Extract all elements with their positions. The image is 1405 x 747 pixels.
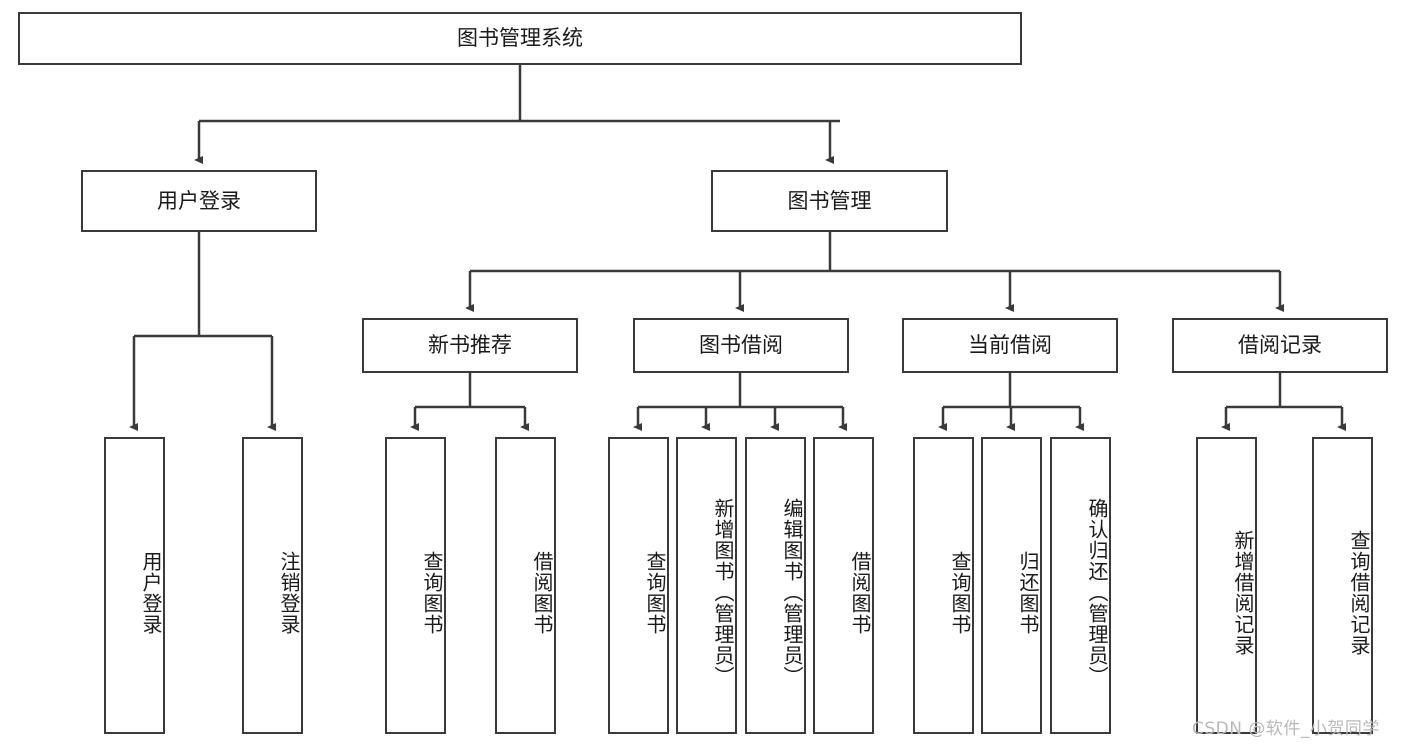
- node-new-book-recommendation[interactable]: 新书推荐: [362, 318, 578, 373]
- node-user-login[interactable]: 用户登录: [81, 170, 317, 232]
- csdn-watermark: CSDN @软件_小贺同学: [1192, 719, 1380, 739]
- node-label: 借阅图书: [848, 550, 872, 635]
- leaf-currentborrow-confirm-return-admin[interactable]: 确认归还（管理员）: [1050, 437, 1111, 734]
- leaf-currentborrow-return-books[interactable]: 归还图书: [981, 437, 1042, 734]
- node-label: 图书管理: [787, 188, 872, 213]
- node-label: 借阅记录: [1238, 333, 1322, 358]
- node-label: 注销登录: [277, 550, 301, 635]
- leaf-newbook-query-books[interactable]: 查询图书: [385, 437, 446, 734]
- node-label: 查询借阅记录: [1347, 529, 1371, 656]
- node-label: 图书管理系统: [457, 26, 583, 51]
- node-label: 用户登录: [157, 188, 241, 213]
- node-book-borrowing[interactable]: 图书借阅: [633, 318, 849, 373]
- node-label: 编辑图书（管理员）: [780, 498, 804, 687]
- leaf-user-login-login[interactable]: 用户登录: [104, 437, 165, 734]
- node-label: 图书借阅: [699, 333, 783, 358]
- node-label: 借阅图书: [530, 550, 554, 635]
- node-label: 查询图书: [420, 550, 444, 635]
- node-label: 确认归还（管理员）: [1085, 498, 1109, 687]
- leaf-borrowrecord-add-record[interactable]: 新增借阅记录: [1196, 437, 1257, 734]
- node-label: 归还图书: [1016, 550, 1040, 635]
- node-label: 当前借阅: [968, 333, 1052, 358]
- node-label: 查询图书: [643, 550, 667, 635]
- leaf-currentborrow-query-books[interactable]: 查询图书: [913, 437, 974, 734]
- node-current-borrowing[interactable]: 当前借阅: [902, 318, 1118, 373]
- leaf-newbook-borrow-books[interactable]: 借阅图书: [495, 437, 556, 734]
- leaf-bookborrow-edit-book-admin[interactable]: 编辑图书（管理员）: [745, 437, 806, 734]
- node-label: 新增借阅记录: [1231, 529, 1255, 656]
- leaf-bookborrow-query-books[interactable]: 查询图书: [608, 437, 669, 734]
- leaf-borrowrecord-query-record[interactable]: 查询借阅记录: [1312, 437, 1373, 734]
- node-label: 用户登录: [139, 550, 163, 635]
- node-borrowing-records[interactable]: 借阅记录: [1172, 318, 1388, 373]
- node-label: 新增图书（管理员）: [711, 498, 735, 687]
- leaf-bookborrow-add-book-admin[interactable]: 新增图书（管理员）: [676, 437, 737, 734]
- node-label: 查询图书: [948, 550, 972, 635]
- node-label: 新书推荐: [428, 333, 512, 358]
- node-book-management[interactable]: 图书管理: [711, 170, 948, 232]
- node-root-library-system[interactable]: 图书管理系统: [18, 12, 1022, 65]
- leaf-bookborrow-borrow-books[interactable]: 借阅图书: [813, 437, 874, 734]
- leaf-user-login-logout[interactable]: 注销登录: [242, 437, 303, 734]
